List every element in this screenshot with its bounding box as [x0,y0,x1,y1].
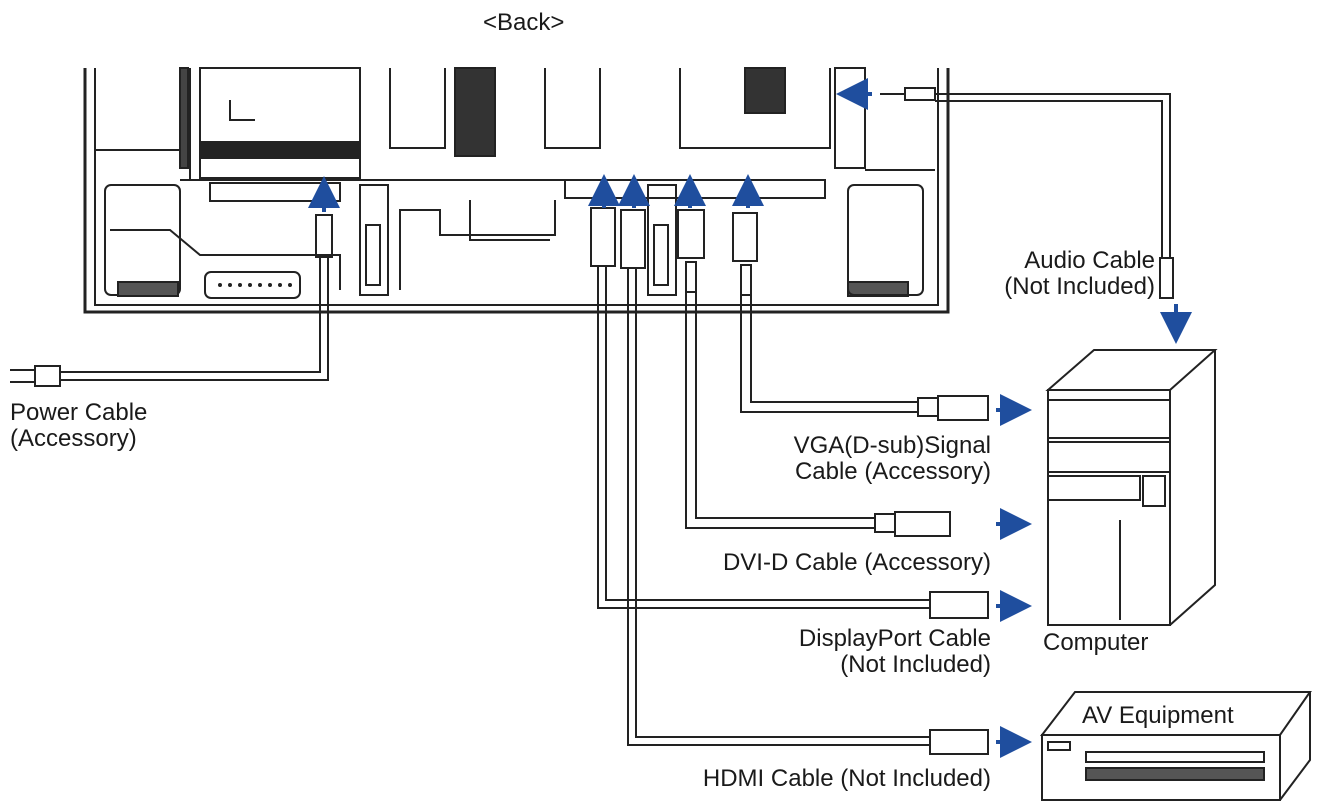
power-cable-label: Power Cable (Accessory) [10,400,147,452]
av-equipment-label: AV Equipment [1082,702,1234,729]
computer-tower [1045,349,1218,626]
hdmi-cable-line1: HDMI Cable (Not Included) [702,765,991,792]
displayport-cable-label: DisplayPort Cable (Not Included) [799,626,991,678]
displayport-cable-line1: DisplayPort Cable [798,625,991,652]
dvi-cable-line1: DVI-D Cable (Accessory) [722,549,991,576]
diagram-title: <Back> [483,9,565,36]
connection-arrows [308,78,1192,758]
dvi-cable-label: DVI-D Cable (Accessory) [723,550,991,576]
displayport-cable-line2: (Not Included) [840,651,991,678]
power-cable-line2: (Accessory) [10,425,137,452]
hdmi-cable-label: HDMI Cable (Not Included) [703,766,991,792]
vga-cable-line1: VGA(D-sub)Signal [793,432,991,459]
vga-cable-label: VGA(D-sub)Signal Cable (Accessory) [794,433,991,485]
power-strip-dots [218,283,292,287]
vga-cable-line2: Cable (Accessory) [794,458,991,485]
computer-label: Computer [1043,629,1149,656]
monitor-back-panel [83,67,950,314]
cable-lines [10,87,1174,755]
audio-cable-line1: Audio Cable [1024,247,1155,274]
power-cable-line1: Power Cable [10,399,148,426]
av-equipment-box [1039,691,1312,801]
audio-cable-label: Audio Cable (Not Included) [1004,248,1155,300]
audio-cable-line2: (Not Included) [1004,273,1155,300]
